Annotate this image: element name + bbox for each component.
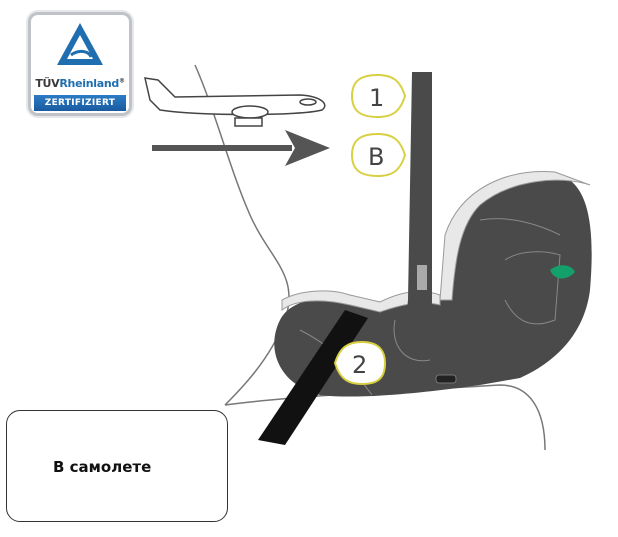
lap-belt [258, 310, 368, 445]
tuv-brand-text: TÜVRheinland® [35, 77, 125, 90]
caption-box: В самолете [6, 410, 228, 522]
seat-rim [281, 290, 441, 313]
canopy-edge [439, 171, 591, 301]
car-seat-shell [274, 172, 592, 397]
carry-handle [405, 72, 432, 334]
release-button [550, 265, 575, 279]
seat-detail-lines [299, 218, 561, 396]
marker-1: 1 [350, 73, 407, 119]
svg-text:B: B [368, 143, 384, 171]
marker-b: B [350, 132, 407, 178]
handle-pivot [417, 265, 427, 290]
caption-text: В самолете [53, 458, 152, 476]
tuv-triangle-icon [57, 23, 103, 65]
marker-2: 2 [333, 340, 387, 386]
indicator-lights [435, 374, 457, 384]
svg-text:2: 2 [352, 351, 367, 379]
svg-text:1: 1 [369, 84, 384, 112]
airplane-icon [144, 77, 326, 127]
tuv-certification-logo: TÜVRheinland® ZERTIFIZIERT [28, 12, 132, 116]
direction-arrow-icon [152, 130, 330, 166]
certification-banner: ZERTIFIZIERT [34, 95, 126, 111]
